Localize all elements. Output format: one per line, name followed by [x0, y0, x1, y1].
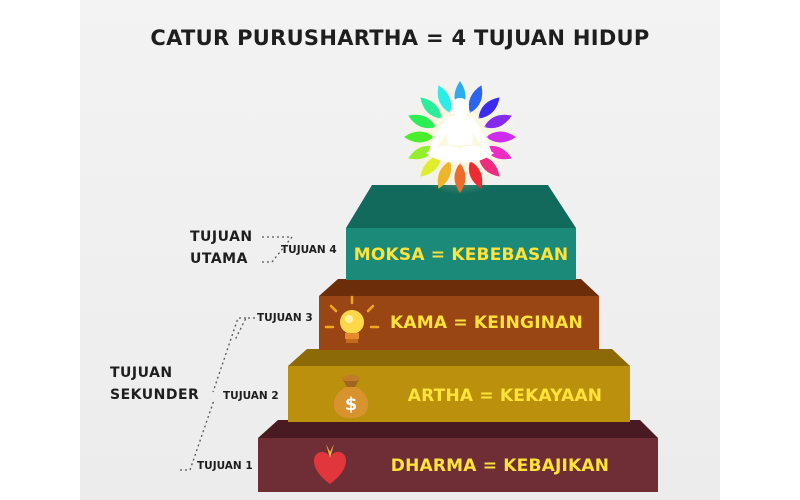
connector-goal3-mid — [212, 317, 246, 393]
lotus-petal — [468, 85, 483, 113]
lotus-petal — [478, 155, 500, 177]
lotus-petal — [437, 85, 452, 113]
lotus-petal — [408, 145, 436, 160]
lotus-petal — [484, 145, 512, 160]
step-artha-label: ARTHA = KEKAYAAN — [407, 386, 603, 406]
lotus-petal — [420, 155, 442, 177]
lotus-petal — [404, 131, 434, 143]
goal-1-label: TUJUAN 1 — [197, 460, 253, 472]
connector-lines — [180, 236, 294, 471]
step-moksa-face — [346, 228, 576, 280]
step-kama-top — [319, 279, 599, 296]
connector-primary — [262, 236, 294, 263]
group-primary-line1: TUJUAN — [190, 229, 253, 245]
step-dharma-top — [258, 420, 658, 438]
group-secondary-line1: TUJUAN — [110, 365, 173, 381]
group-primary-line2: UTAMA — [190, 251, 248, 267]
step-dharma — [258, 420, 658, 492]
lotus-petal — [486, 131, 516, 143]
lotus-petal — [454, 163, 466, 193]
money-bag-icon: $ — [333, 375, 369, 418]
lotus-petal — [420, 97, 442, 119]
heart-icon — [313, 444, 347, 484]
step-kama-label: KAMA = KEINGINAN — [390, 313, 583, 333]
meditation-lotus-icon — [402, 79, 518, 195]
connector-goal3 — [234, 317, 255, 341]
goal-2-label: TUJUAN 2 — [223, 390, 279, 402]
group-secondary-label: TUJUAN SEKUNDER — [110, 362, 199, 406]
page-title: CATUR PURUSHARTHA = 4 TUJUAN HIDUP — [150, 26, 650, 50]
goal-4-label: TUJUAN 4 — [281, 244, 337, 256]
step-moksa-label: MOKSA = KEBEBASAN — [353, 245, 569, 265]
goal-3-label: TUJUAN 3 — [257, 312, 313, 324]
step-artha-top — [288, 349, 630, 366]
step-dharma-label: DHARMA = KEBAJIKAN — [390, 456, 610, 476]
group-secondary-line2: SEKUNDER — [110, 387, 200, 403]
lotus-petal — [468, 161, 483, 189]
svg-text:$: $ — [345, 394, 358, 415]
step-kama-face — [319, 296, 599, 350]
lotus-petal — [484, 114, 512, 129]
step-moksa-top — [346, 185, 576, 228]
connector-goal1 — [180, 399, 215, 471]
group-primary-label: TUJUAN UTAMA — [190, 226, 253, 270]
step-kama — [319, 279, 599, 350]
lightbulb-icon — [324, 295, 380, 343]
lotus-petal — [437, 161, 452, 189]
step-moksa — [346, 185, 576, 280]
lotus-petal — [408, 114, 436, 129]
lotus-petal — [478, 97, 500, 119]
